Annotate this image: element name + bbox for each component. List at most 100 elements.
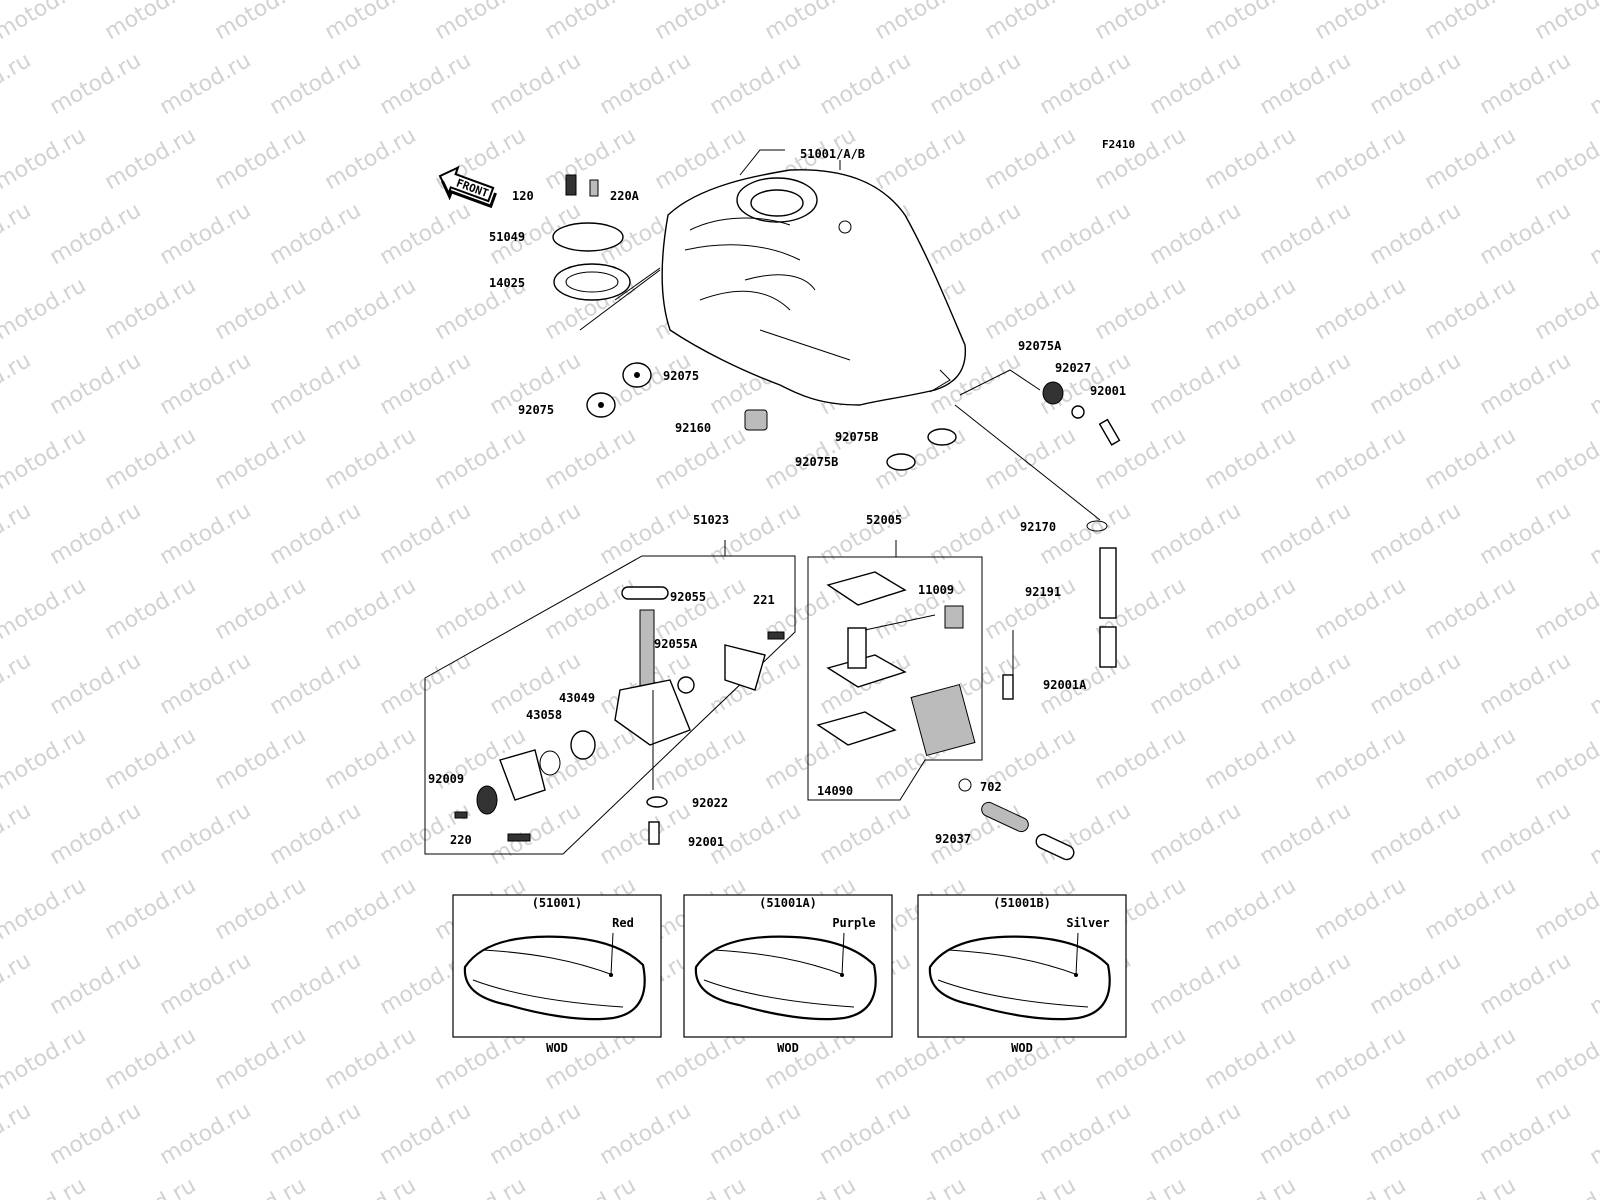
watermark-text: motod.ru <box>1476 1098 1576 1170</box>
watermark-text: motod.ru <box>981 573 1081 645</box>
watermark-text: motod.ru <box>376 348 476 420</box>
callout-label: 92191 <box>1025 585 1061 599</box>
watermark-text: motod.ru <box>101 273 201 345</box>
watermark-text: motod.ru <box>1421 273 1521 345</box>
watermark-text: motod.ru <box>1036 198 1136 270</box>
watermark-text: motod.ru <box>1146 948 1246 1020</box>
watermark-text: motod.ru <box>266 48 366 120</box>
callout-label: 52005 <box>866 513 902 527</box>
watermark-text: motod.ru <box>1476 198 1576 270</box>
watermark-text: motod.ru <box>1201 123 1301 195</box>
watermark-text: motod.ru <box>1311 123 1411 195</box>
watermark-text: motod.ru <box>1256 1098 1356 1170</box>
collar-92027 <box>1072 406 1084 418</box>
watermark-text: motod.ru <box>0 1173 90 1200</box>
watermark-text: motod.ru <box>0 798 35 870</box>
callout-label: 221 <box>753 593 775 607</box>
watermark-text: motod.ru <box>0 273 90 345</box>
watermark-text: motod.ru <box>321 873 421 945</box>
watermark-text: motod.ru <box>1531 423 1600 495</box>
watermark-text: motod.ru <box>1201 573 1301 645</box>
watermark-text: motod.ru <box>266 198 366 270</box>
watermark-text: motod.ru <box>1201 1173 1301 1200</box>
watermark-text: motod.ru <box>981 423 1081 495</box>
watermark-text: motod.ru <box>981 1173 1081 1200</box>
watermark-text: motod.ru <box>1366 1098 1466 1170</box>
watermark-text: motod.ru <box>486 798 586 870</box>
watermark-text: motod.ru <box>1531 123 1600 195</box>
sensor-connector <box>945 606 963 628</box>
watermark-text: motod.ru <box>156 648 256 720</box>
watermark-text: motod.ru <box>1586 348 1600 420</box>
watermark-text: motod.ru <box>1036 1098 1136 1170</box>
watermark-text: motod.ru <box>706 498 806 570</box>
variant-market: WOD <box>777 1041 799 1055</box>
watermark-text: motod.ru <box>321 423 421 495</box>
watermark-text: motod.ru <box>1531 723 1600 795</box>
callout-label: 92075B <box>795 455 838 469</box>
watermark-text: motod.ru <box>816 498 916 570</box>
cap-assembly-51049 <box>553 223 623 251</box>
watermark-text: motod.ru <box>101 423 201 495</box>
figure-code: F2410 <box>1102 138 1135 151</box>
callout-label: 220 <box>450 833 472 847</box>
watermark-text: motod.ru <box>1256 948 1356 1020</box>
watermark-text: motod.ru <box>706 1098 806 1170</box>
watermark-text: motod.ru <box>1586 648 1600 720</box>
callout-label: 92170 <box>1020 520 1056 534</box>
watermark-text: motod.ru <box>376 498 476 570</box>
callout-label: 92001A <box>1043 678 1087 692</box>
watermark-text: motod.ru <box>211 0 311 45</box>
watermark-text: motod.ru <box>46 348 146 420</box>
watermark-text: motod.ru <box>266 798 366 870</box>
watermark-text: motod.ru <box>101 1023 201 1095</box>
watermark-text: motod.ru <box>46 1098 146 1170</box>
callout-label: 14025 <box>489 276 525 290</box>
watermark-text: motod.ru <box>46 48 146 120</box>
watermark-text: motod.ru <box>1531 273 1600 345</box>
callout-label: 92055 <box>670 590 706 604</box>
watermark-text: motod.ru <box>211 723 311 795</box>
callout-label: 92075 <box>663 369 699 383</box>
watermark-text: motod.ru <box>101 573 201 645</box>
watermark-text: motod.ru <box>376 48 476 120</box>
watermark-text: motod.ru <box>0 123 90 195</box>
fuel-tank <box>662 170 965 405</box>
watermark-text: motod.ru <box>46 648 146 720</box>
watermark-text: motod.ru <box>1091 123 1191 195</box>
watermark-text: motod.ru <box>541 423 641 495</box>
watermark-text: motod.ru <box>431 1173 531 1200</box>
callout-label: 92055A <box>654 637 698 651</box>
watermark-text: motod.ru <box>1146 648 1246 720</box>
watermark-text: motod.ru <box>1476 48 1576 120</box>
watermark-text: motod.ru <box>266 348 366 420</box>
watermark-text: motod.ru <box>0 0 90 45</box>
watermark-text: motod.ru <box>46 798 146 870</box>
watermark-text: motod.ru <box>0 723 90 795</box>
callout-label: 11009 <box>918 583 954 597</box>
washer-92022 <box>647 797 667 807</box>
watermark-text: motod.ru <box>431 573 531 645</box>
watermark-text: motod.ru <box>431 423 531 495</box>
watermark-text: motod.ru <box>156 348 256 420</box>
damper-92075B <box>928 429 956 445</box>
watermark-text: motod.ru <box>376 198 476 270</box>
gasket-14025 <box>554 264 630 300</box>
bolt-92001 <box>1100 420 1120 445</box>
watermark-text: motod.ru <box>156 198 256 270</box>
leader-line <box>955 405 1100 520</box>
damper-92075A <box>1043 382 1063 404</box>
watermark-text: motod.ru <box>321 723 421 795</box>
watermark-text: motod.ru <box>651 573 751 645</box>
watermark-text: motod.ru <box>431 0 531 45</box>
watermark-text: motod.ru <box>651 1173 751 1200</box>
watermark-text: motod.ru <box>1201 723 1301 795</box>
watermark-text: motod.ru <box>1091 273 1191 345</box>
watermark-text: motod.ru <box>1531 1173 1600 1200</box>
bolt-92001-lower <box>649 822 659 844</box>
watermark-text: motod.ru <box>1586 1098 1600 1170</box>
watermark-text: motod.ru <box>1531 873 1600 945</box>
watermark-text: motod.ru <box>1311 273 1411 345</box>
